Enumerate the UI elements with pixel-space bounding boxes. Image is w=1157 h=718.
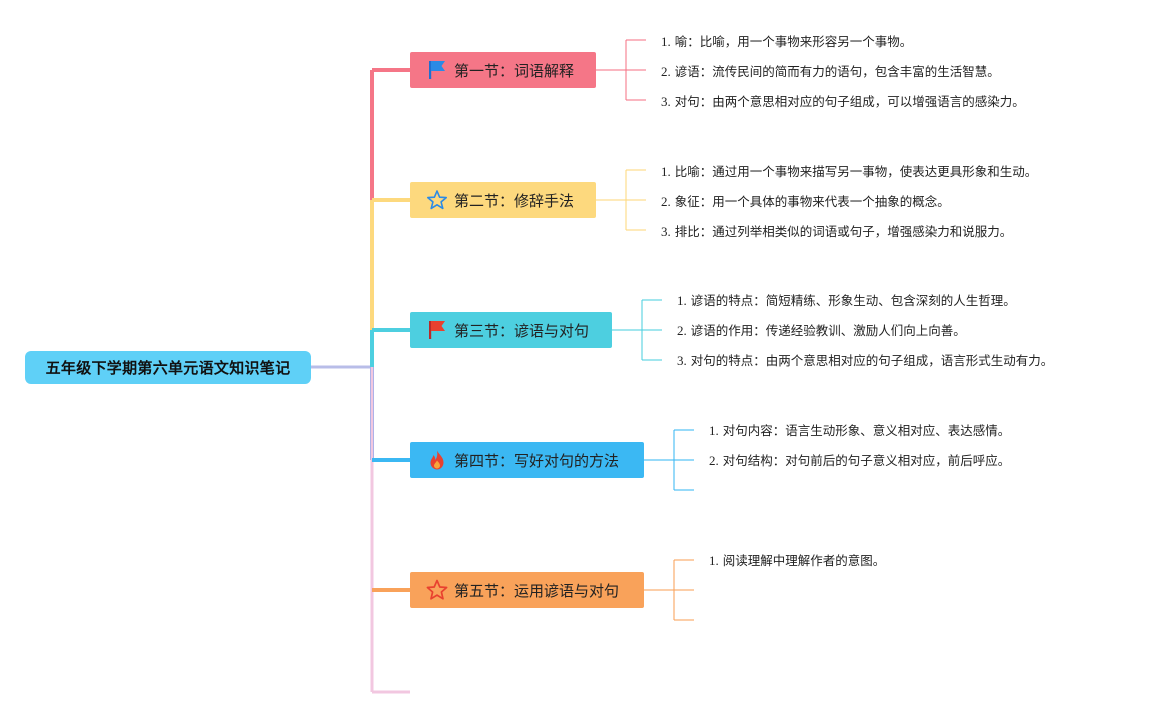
section-2-title: 第二节：修辞手法: [454, 191, 575, 210]
section-5-item-1: 1.阅读理解中理解作者的意图。: [709, 553, 886, 568]
section-5-topic[interactable]: 第五节：运用谚语与对句: [410, 572, 644, 608]
section-1-item-3: 3.对句：由两个意思相对应的句子组成，可以增强语言的感染力。: [661, 94, 1025, 109]
fire-icon: [426, 449, 448, 471]
section-2-item-3: 3.排比：通过列举相类似的词语或句子，增强感染力和说服力。: [661, 224, 1013, 239]
section-4-topic[interactable]: 第四节：写好对句的方法: [410, 442, 644, 478]
section-3-title: 第三节：谚语与对句: [454, 321, 590, 340]
root-topic[interactable]: 五年级下学期第六单元语文知识笔记: [25, 351, 311, 384]
root-title: 五年级下学期第六单元语文知识笔记: [45, 359, 291, 377]
star-outline-icon: [426, 189, 448, 211]
section-5-title: 第五节：运用谚语与对句: [454, 581, 620, 600]
blue-flag-icon: [426, 59, 448, 81]
section-2-item-1: 1.比喻：通过用一个事物来描写另一事物，使表达更具形象和生动。: [661, 164, 1038, 179]
section-4-item-1: 1.对句内容：语言生动形象、意义相对应、表达感情。: [709, 423, 1011, 438]
section-1-item-2: 2.谚语：流传民间的简而有力的语句，包含丰富的生活智慧。: [661, 64, 1000, 79]
red-flag-icon: [426, 319, 448, 341]
section-2-item-2: 2.象征：用一个具体的事物来代表一个抽象的概念。: [661, 194, 950, 209]
section-3-item-3: 3.对句的特点：由两个意思相对应的句子组成，语言形式生动有力。: [677, 353, 1054, 368]
section-1-topic[interactable]: 第一节：词语解释: [410, 52, 596, 88]
section-3-topic[interactable]: 第三节：谚语与对句: [410, 312, 612, 348]
section-3-item-2: 2.谚语的作用：传递经验教训、激励人们向上向善。: [677, 323, 966, 338]
section-4-item-2: 2.对句结构：对句前后的句子意义相对应，前后呼应。: [709, 453, 1011, 468]
section-2-topic[interactable]: 第二节：修辞手法: [410, 182, 596, 218]
section-1-title: 第一节：词语解释: [454, 61, 575, 80]
star-red-outline-icon: [426, 579, 448, 601]
section-3-item-1: 1.谚语的特点：简短精练、形象生动、包含深刻的人生哲理。: [677, 293, 1016, 308]
section-4-title: 第四节：写好对句的方法: [454, 451, 620, 470]
section-1-item-1: 1.喻：比喻，用一个事物来形容另一个事物。: [661, 34, 913, 49]
